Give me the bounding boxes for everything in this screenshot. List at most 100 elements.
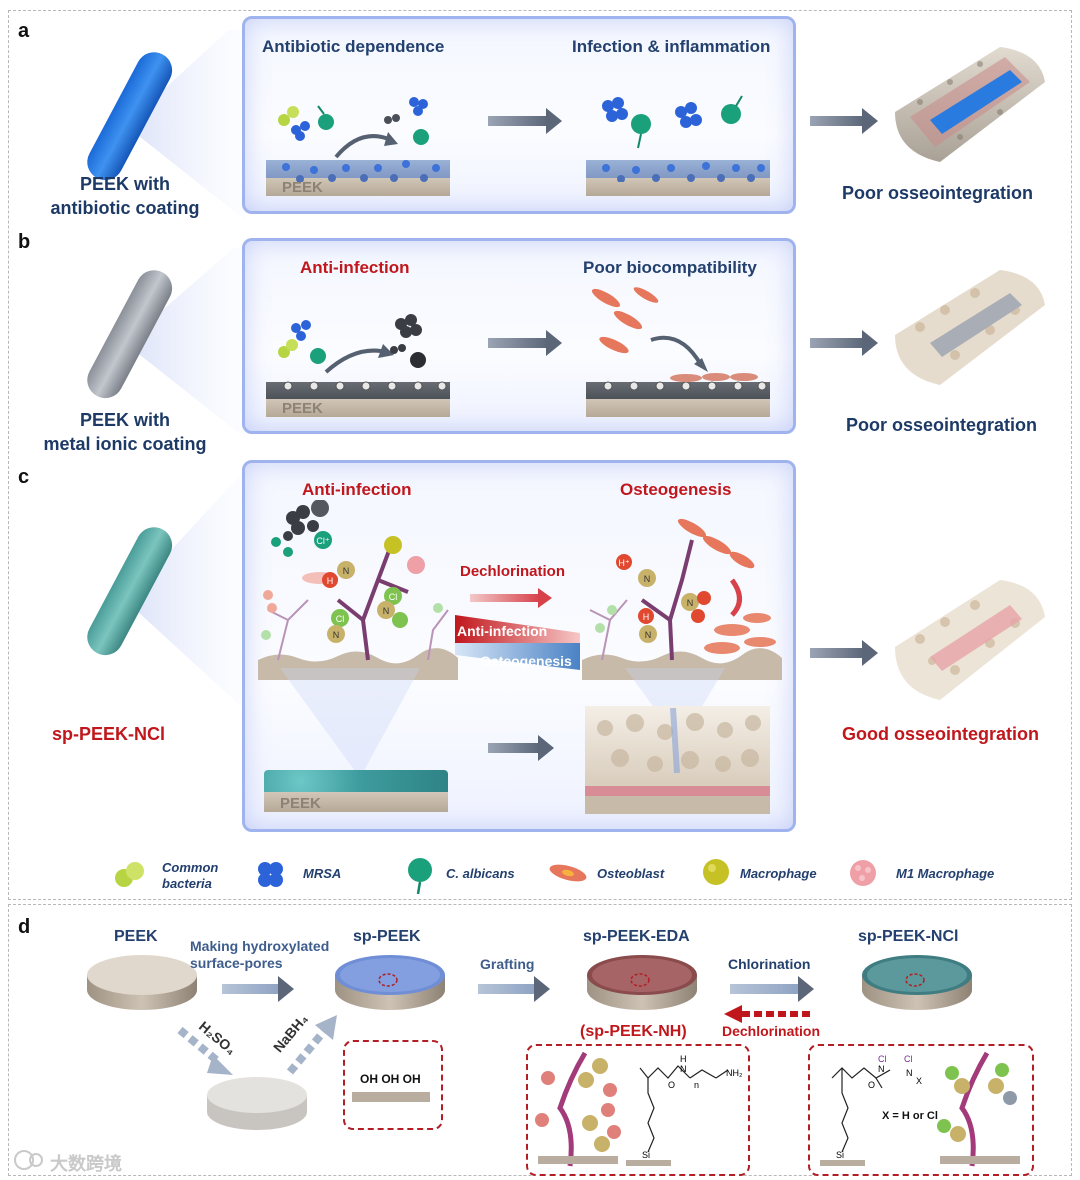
panel-a-left-peek-label: PEEK (282, 179, 323, 196)
panel-b-outcome: Poor osseointegration (846, 415, 1038, 435)
svg-text:O: O (668, 1080, 675, 1090)
panel-a-rod (87, 30, 245, 220)
panel-c-dechlorination-label: Dechlorination (460, 563, 566, 580)
panel-b-rod (87, 248, 245, 438)
panel-b-right-peek-base (586, 398, 770, 417)
panel-b-letter: b (18, 231, 31, 253)
legend-mrsa: MRSA (303, 866, 342, 881)
panel-c-right-title: Osteogenesis (620, 480, 732, 499)
panel-a-left-title: Antibiotic dependence (262, 37, 445, 56)
panel-d-sp-peek-ncl-disk (862, 955, 972, 1010)
panel-d-chlorination-label: Chlorination (728, 956, 811, 972)
svg-text:Cl: Cl (878, 1054, 887, 1064)
panel-c-bone-implant (895, 580, 1045, 700)
panel-d-step1-arrow (222, 976, 294, 1002)
svg-text:Cl⁺: Cl⁺ (316, 536, 329, 546)
panel-a-right-coating (586, 160, 770, 178)
svg-text:H: H (327, 576, 334, 586)
svg-text:N: N (906, 1068, 913, 1078)
panel-d-sp-peek-ncl-title: sp-PEEK-NCl (858, 928, 959, 945)
svg-text:N: N (680, 1064, 687, 1074)
svg-text:H⁺: H⁺ (618, 558, 629, 568)
panel-d-sp-peek-disk (335, 955, 445, 1010)
panel-c-left-label: sp-PEEK-NCl (52, 724, 166, 744)
svg-text:n: n (694, 1080, 699, 1090)
panel-d-oh-substrate (352, 1092, 430, 1102)
svg-text:O: O (868, 1080, 875, 1090)
svg-text:N: N (333, 630, 340, 640)
panel-d-grafting-label: Grafting (480, 956, 535, 972)
panel-b-mid-arrow (488, 330, 562, 356)
m1-macrophage-icon (850, 860, 876, 886)
legend-m1-macrophage: M1 Macrophage (896, 866, 995, 881)
panel-d-chlorination-arrow (730, 976, 814, 1002)
panel-d-sp-peek-inset (343, 1040, 443, 1130)
panel-b-left-microbes (278, 314, 447, 390)
panel-c-switch-top-label: Anti-infection (457, 623, 548, 639)
osteoblast-icon (549, 864, 587, 882)
panel-b-out-arrow (810, 330, 878, 356)
panel-c-dechlorination-arrowhead (538, 588, 552, 608)
common-bacteria-icon (115, 862, 144, 887)
panel-d-sp-peek-eda-title: sp-PEEK-EDA (583, 928, 690, 945)
panel-c-right-surface: H⁺ N H N N (582, 518, 782, 680)
panel-d-sp-peek-eda-disk (587, 955, 697, 1010)
panel-d-oh-groups: OH OH OH (360, 1072, 421, 1086)
watermark: 大数跨境 (50, 1154, 122, 1174)
legend-macrophage: Macrophage (740, 866, 817, 881)
legend-osteoblast: Osteoblast (597, 866, 665, 881)
macrophage-icon (703, 859, 729, 885)
panel-a-mid-arrow (488, 108, 562, 134)
panel-c-left-title: Anti-infection (302, 480, 412, 499)
svg-text:Si: Si (836, 1150, 844, 1160)
panel-d-peek-disk (87, 955, 197, 1010)
panel-a-right-title: Infection & inflammation (572, 37, 771, 56)
panel-a-outcome: Poor osseointegration (842, 183, 1034, 203)
svg-text:N: N (645, 630, 652, 640)
panel-d-dechlorination-arrow (724, 1005, 810, 1023)
panel-abc-frame (8, 10, 1072, 900)
svg-text:N: N (687, 598, 694, 608)
svg-text:N: N (343, 566, 350, 576)
panel-c-switch-bottom-label: Osteogenesis (480, 653, 572, 669)
panel-c-bottom-arrow (488, 735, 554, 761)
c-albicans-icon (408, 858, 432, 894)
panel-a-bone-implant (895, 47, 1045, 162)
panel-b-left-peek-label: PEEK (282, 400, 323, 417)
svg-text:Cl: Cl (904, 1054, 913, 1064)
panel-a-left-peek-base (266, 177, 450, 196)
panel-c-out-arrow (810, 640, 878, 666)
panel-d-nabh4-arrow (286, 1015, 337, 1075)
svg-text:Si: Si (642, 1150, 650, 1160)
panel-a-out-arrow (810, 108, 878, 134)
panel-a-left-microbes (278, 97, 440, 182)
panel-d-letter: d (18, 916, 31, 938)
panel-d-h2so4-arrow (177, 1026, 233, 1075)
panel-c-outcome: Good osseointegration (842, 724, 1040, 744)
svg-text:Cl: Cl (336, 614, 345, 624)
svg-text:NH₂: NH₂ (726, 1068, 743, 1078)
panel-c-bottom-left-coating (264, 770, 448, 792)
svg-text:H: H (643, 612, 650, 622)
panel-c-left-surface: Cl⁺ H N Cl N Cl N (258, 500, 458, 680)
panel-d-sp-peek-nh-label: (sp-PEEK-NH) (580, 1023, 687, 1040)
panel-c-bottom-right-bone (585, 668, 770, 814)
panel-b-left-title: Anti-infection (300, 258, 410, 277)
panel-c-switch-graphic (455, 615, 580, 670)
panel-c-bottom-peek-label: PEEK (280, 795, 321, 812)
panel-c-rod (87, 470, 245, 710)
panel-a-letter: a (18, 20, 30, 42)
svg-text:N: N (878, 1064, 885, 1074)
panel-a-right-microbes (602, 95, 765, 182)
panel-c-dechlorination-arrow (470, 594, 540, 602)
panel-b-right-title: Poor biocompatibility (583, 258, 757, 277)
svg-text:Cl: Cl (389, 592, 398, 602)
svg-text:N: N (383, 606, 390, 616)
panel-d-intermediate-disk (207, 1077, 307, 1130)
panel-b-bone-implant (895, 270, 1045, 385)
svg-text:X: X (916, 1076, 922, 1086)
panel-d-step1-label: Making hydroxylated surface-pores (190, 938, 330, 971)
mrsa-icon (258, 862, 283, 887)
panel-d-sp-peek-title: sp-PEEK (353, 928, 421, 945)
svg-text:N: N (644, 574, 651, 584)
